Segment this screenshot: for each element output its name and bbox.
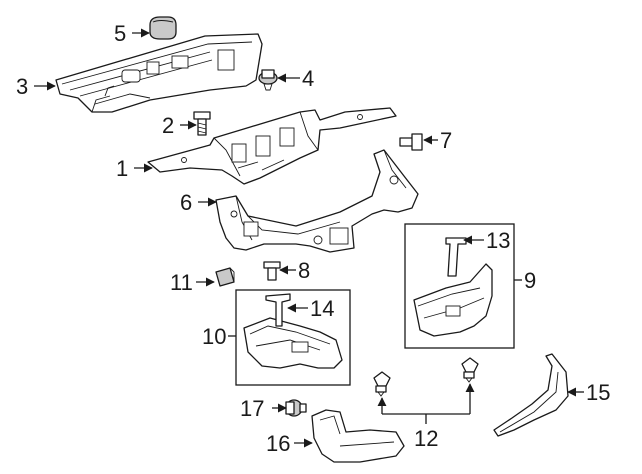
part-5-cap (149, 16, 177, 40)
callout-9: 9 (524, 268, 536, 293)
callout-6: 6 (180, 190, 192, 215)
part-2-bolt (193, 111, 211, 136)
callout-14: 14 (310, 296, 334, 321)
part-12-clip-left (373, 371, 391, 397)
part-9-bracket (413, 263, 493, 337)
callout-13: 13 (486, 228, 510, 253)
part-12-clip-right (461, 357, 479, 383)
part-3-step-bumper (55, 33, 263, 113)
part-4-clip (258, 69, 278, 91)
callout-3: 3 (16, 74, 28, 99)
callout-5: 5 (114, 21, 126, 46)
callout-2: 2 (162, 113, 174, 138)
callout-11: 11 (170, 270, 193, 295)
part-6-hitch-frame (215, 149, 419, 253)
part-13-strap (445, 237, 467, 277)
part-1-reinforcement (147, 107, 397, 185)
callout-8: 8 (298, 258, 310, 283)
part-16-end-cap (311, 409, 405, 463)
callout-12: 12 (414, 426, 438, 451)
callout-10: 10 (202, 324, 226, 349)
leader-lines (34, 28, 584, 448)
part-10-bracket (243, 317, 343, 369)
part-15-end-cap (493, 353, 569, 437)
callout-labels: 5 3 4 2 7 1 6 13 8 9 11 14 10 15 17 12 1… (16, 21, 610, 456)
part-8-bolt (263, 261, 281, 281)
callout-15: 15 (586, 380, 610, 405)
callout-4: 4 (302, 66, 314, 91)
callout-17: 17 (240, 396, 264, 421)
part-7-bolt (399, 133, 423, 151)
part-14-strap (265, 293, 291, 327)
callout-7: 7 (440, 128, 452, 153)
callout-box-10 (235, 289, 351, 386)
callout-box-9 (404, 223, 515, 349)
callout-1: 1 (116, 156, 128, 181)
callout-16: 16 (266, 431, 290, 456)
part-11-pad (215, 267, 235, 287)
part-17-clip (285, 399, 307, 417)
